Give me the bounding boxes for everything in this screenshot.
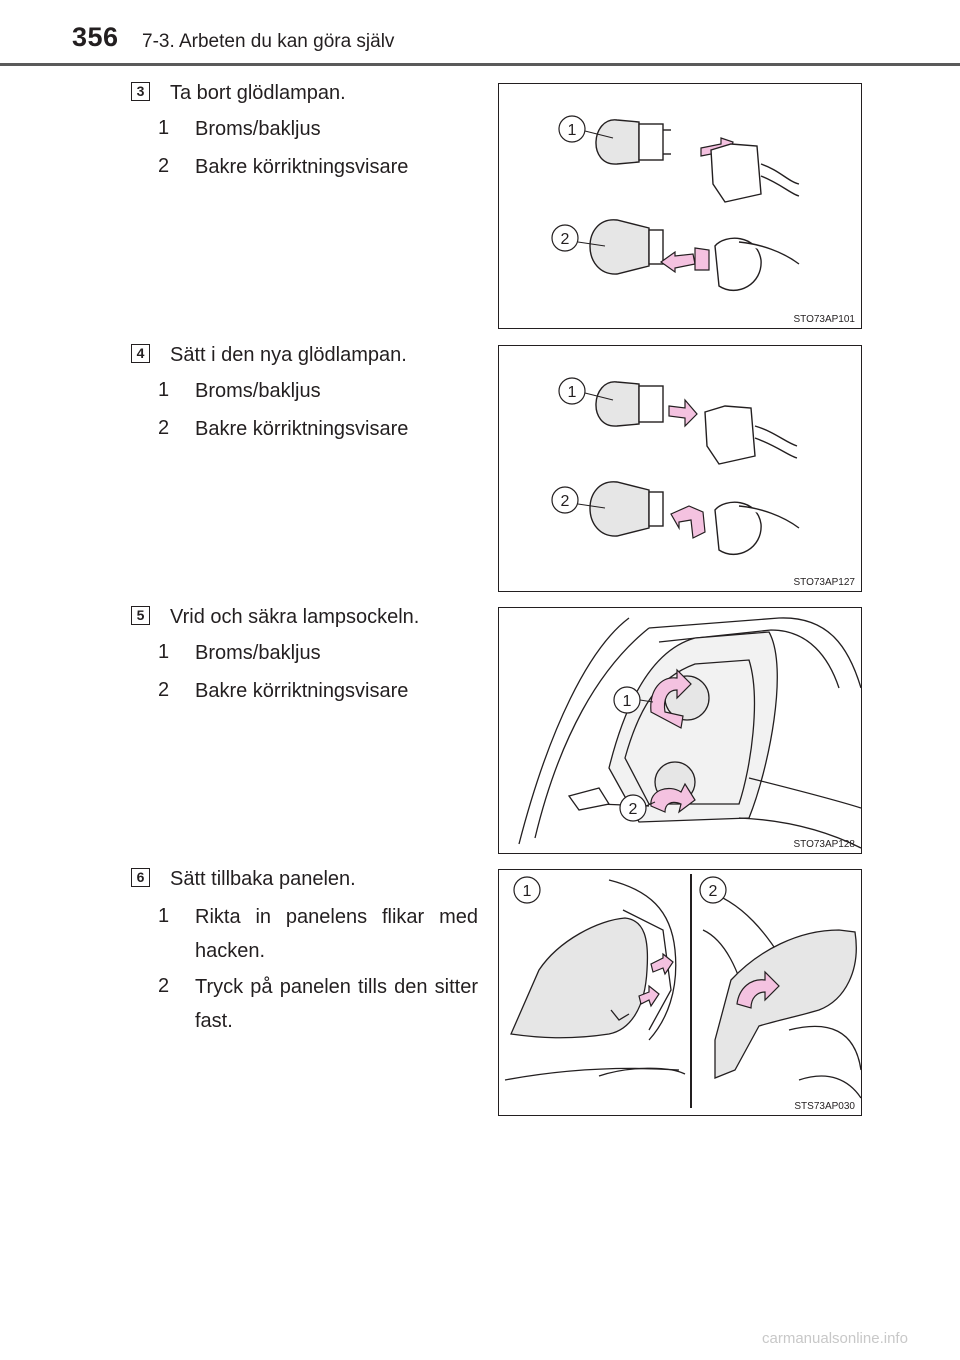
step-number: 6 [131, 868, 150, 887]
sub-number: 1 [158, 117, 170, 139]
illustration: 1 2 [504, 874, 861, 1108]
sub-number: 1 [158, 905, 170, 927]
callout: 2 [619, 794, 656, 822]
callout: 2 [551, 224, 606, 252]
callout-label: 1 [568, 384, 577, 401]
step-number: 5 [131, 606, 150, 625]
figure-remove-bulb: 1 2 STO73AP101 [498, 83, 862, 329]
sub-number: 2 [158, 417, 170, 439]
callout-label: 2 [561, 493, 570, 510]
callout: 1 [558, 115, 614, 143]
callout-label: 2 [629, 801, 638, 818]
step-title: Sätt tillbaka panelen. [170, 868, 356, 890]
sub-number: 2 [158, 679, 170, 701]
step-title: Sätt i den nya glödlampan. [170, 344, 407, 366]
callout-label: 1 [568, 122, 577, 139]
watermark: carmanualsonline.info [762, 1330, 908, 1347]
callout-label: 2 [561, 231, 570, 248]
callout: 1 [558, 377, 614, 405]
header-rule [0, 63, 960, 66]
figure-code: STO73AP101 [793, 314, 855, 325]
section-title: 7-3. Arbeten du kan göra själv [142, 31, 395, 52]
callout-label: 1 [623, 693, 632, 710]
figure-code: STS73AP030 [794, 1101, 855, 1112]
sub-text: Rikta in panelens flikar med hacken. [195, 906, 478, 962]
illustration: 1 2 [551, 377, 800, 556]
figure-twist-socket: 1 2 STO73AP128 [498, 607, 862, 854]
sub-number: 2 [158, 975, 170, 997]
figure-code: STO73AP127 [793, 577, 855, 588]
callout: 2 [699, 876, 727, 904]
page-number: 356 [72, 22, 119, 52]
sub-text: Broms/bakljus [195, 118, 321, 140]
figure-code: STO73AP128 [793, 839, 855, 850]
figure-insert-bulb: 1 2 STO73AP127 [498, 345, 862, 592]
callout-label: 2 [709, 883, 718, 900]
sub-number: 1 [158, 379, 170, 401]
callout: 2 [551, 486, 606, 514]
sub-text: Bakre körriktningsvisare [195, 680, 409, 702]
illustration: 1 2 [518, 617, 861, 849]
sub-text: Bakre körriktningsvisare [195, 156, 409, 178]
sub-text: Broms/bakljus [195, 380, 321, 402]
callout: 1 [613, 686, 654, 714]
illustration: 1 2 [551, 115, 800, 292]
step-title: Ta bort glödlampan. [170, 82, 346, 104]
sub-text: Broms/bakljus [195, 642, 321, 664]
step-number: 3 [131, 82, 150, 101]
sub-text: Tryck på panelen tills den sitter fast. [195, 976, 478, 1032]
step-title: Vrid och säkra lampsockeln. [170, 606, 420, 628]
figure-refit-panel: 1 2 STS73AP030 [498, 869, 862, 1116]
step-number: 4 [131, 344, 150, 363]
sub-number: 1 [158, 641, 170, 663]
callout: 1 [513, 876, 541, 904]
sub-number: 2 [158, 155, 170, 177]
callout-label: 1 [523, 883, 532, 900]
sub-text: Bakre körriktningsvisare [195, 418, 409, 440]
